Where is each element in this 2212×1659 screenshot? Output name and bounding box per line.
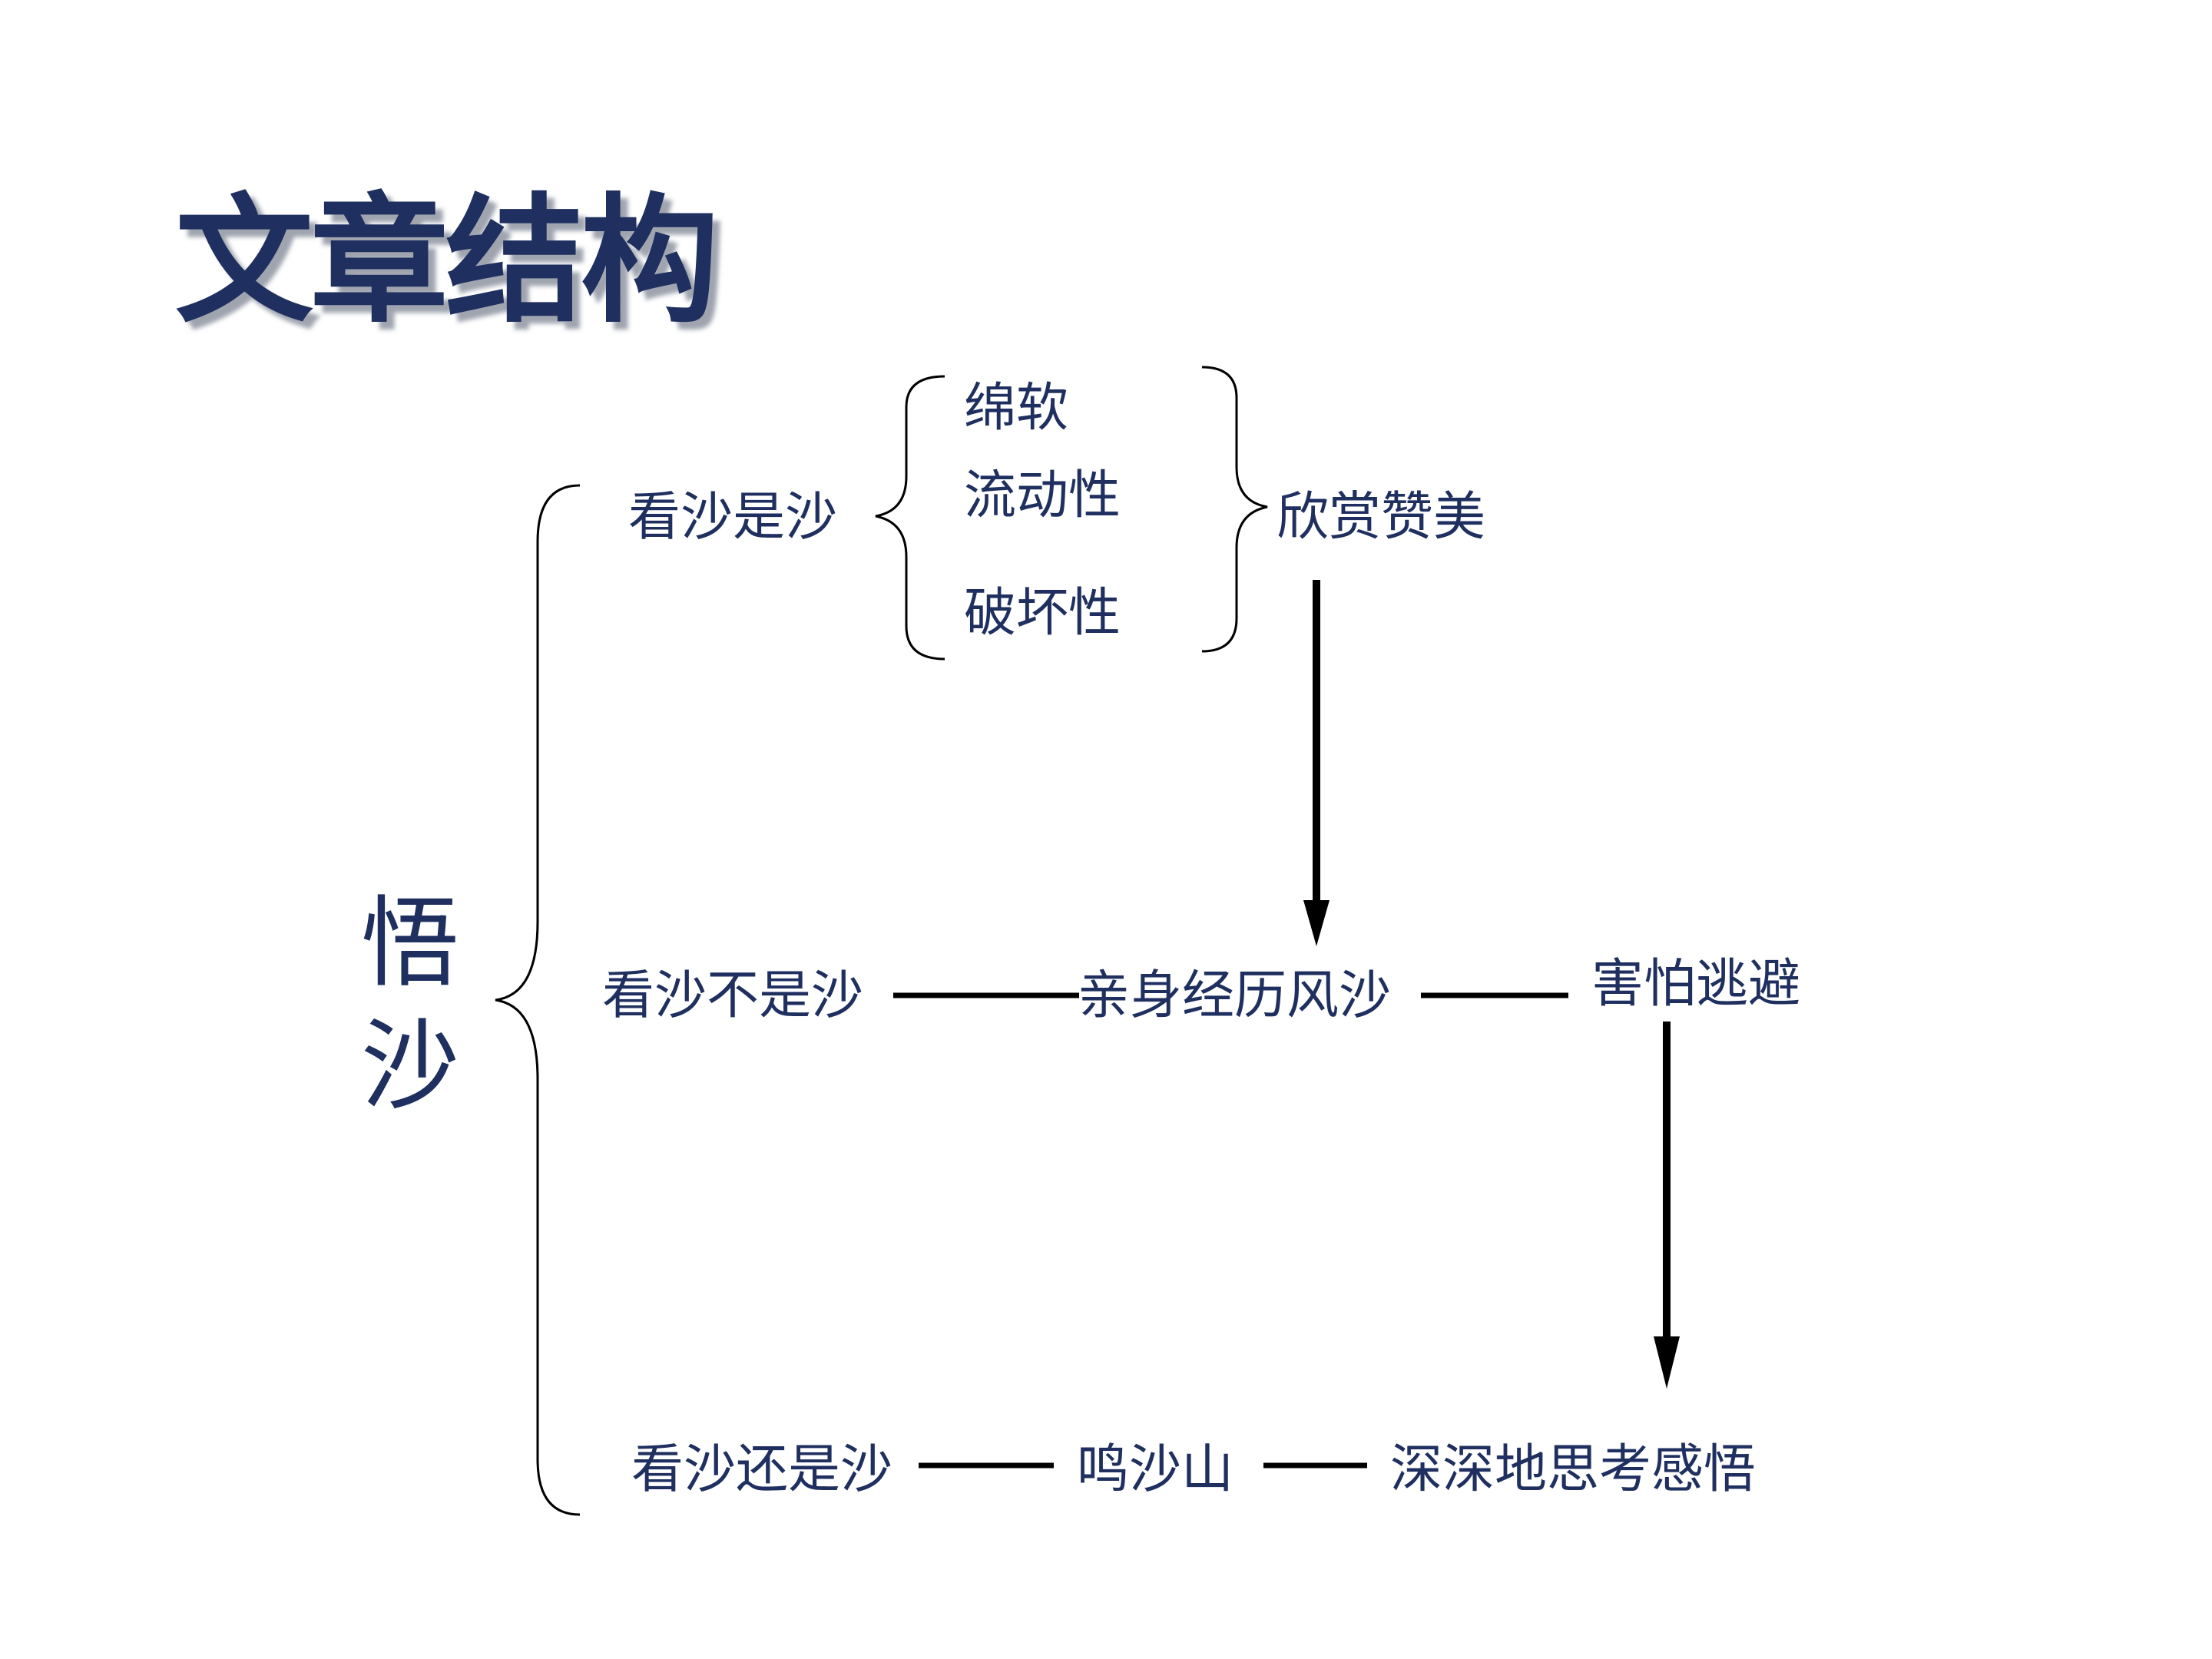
traits-left-brace	[875, 375, 945, 661]
main-brace	[495, 484, 581, 1516]
stage2-experience: 亲身经历风沙	[1078, 965, 1392, 1026]
stage3-place: 鸣沙山	[1077, 1439, 1234, 1500]
arrow-head-2	[1654, 1336, 1680, 1389]
root-char-1: 悟	[361, 886, 460, 1001]
stage1-trait-2: 流动性	[964, 465, 1121, 526]
stage2-label: 看沙不是沙	[602, 965, 864, 1026]
page-title: 文章结构	[175, 180, 719, 342]
traits-right-brace	[1201, 366, 1268, 653]
stage2-result: 害怕逃避	[1591, 954, 1801, 1015]
stage1-label: 看沙是沙	[628, 487, 838, 548]
stage1-trait-1: 绵软	[964, 378, 1069, 439]
stage3-result: 深深地思考感悟	[1390, 1439, 1757, 1500]
root-char-2: 沙	[361, 1009, 460, 1124]
arrow-head-1	[1303, 900, 1330, 946]
stage3-label: 看沙还是沙	[631, 1439, 893, 1500]
stage1-trait-3: 破坏性	[964, 583, 1121, 644]
stage1-result: 欣赏赞美	[1277, 487, 1486, 548]
